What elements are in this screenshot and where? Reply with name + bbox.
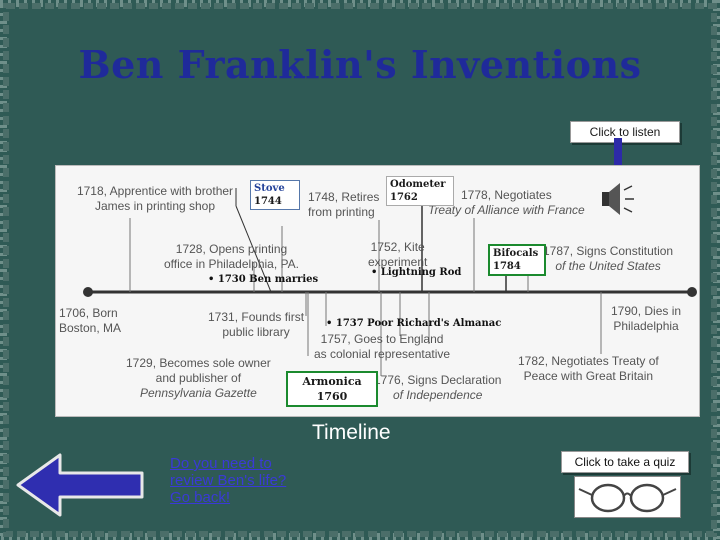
invention-armonica-card[interactable]: Armonica 1760 — [286, 371, 378, 407]
review-life-link[interactable]: Do you need to review Ben's life?Go back… — [170, 455, 287, 506]
bullet-almanac: • 1737 Poor Richard's Almanac — [326, 318, 502, 329]
timeline-graphic — [83, 188, 697, 376]
page-title: Ben Franklin's Inventions — [78, 42, 642, 87]
glasses-icon[interactable] — [574, 476, 681, 518]
quiz-button[interactable]: Click to take a quiz — [561, 451, 689, 473]
invention-odometer-card[interactable]: Odometer 1762 — [386, 176, 454, 206]
listen-button[interactable]: Click to listen — [570, 121, 680, 143]
timeline-panel: 1718, Apprentice with brother James in p… — [55, 165, 700, 417]
bullet-lightning-rod: • Lightning Rod — [371, 267, 462, 278]
timeline-label: Timeline — [312, 421, 391, 444]
bullet-marries: • 1730 Ben marries — [208, 274, 319, 285]
invention-bifocals-card[interactable]: Bifocals 1784 — [488, 244, 546, 276]
invention-stove-card[interactable]: Stove 1744 — [250, 180, 300, 210]
speaker-icon[interactable] — [596, 180, 636, 218]
back-arrow-icon[interactable] — [16, 451, 146, 519]
event-1718: 1718, Apprentice with brother James in p… — [76, 184, 234, 213]
